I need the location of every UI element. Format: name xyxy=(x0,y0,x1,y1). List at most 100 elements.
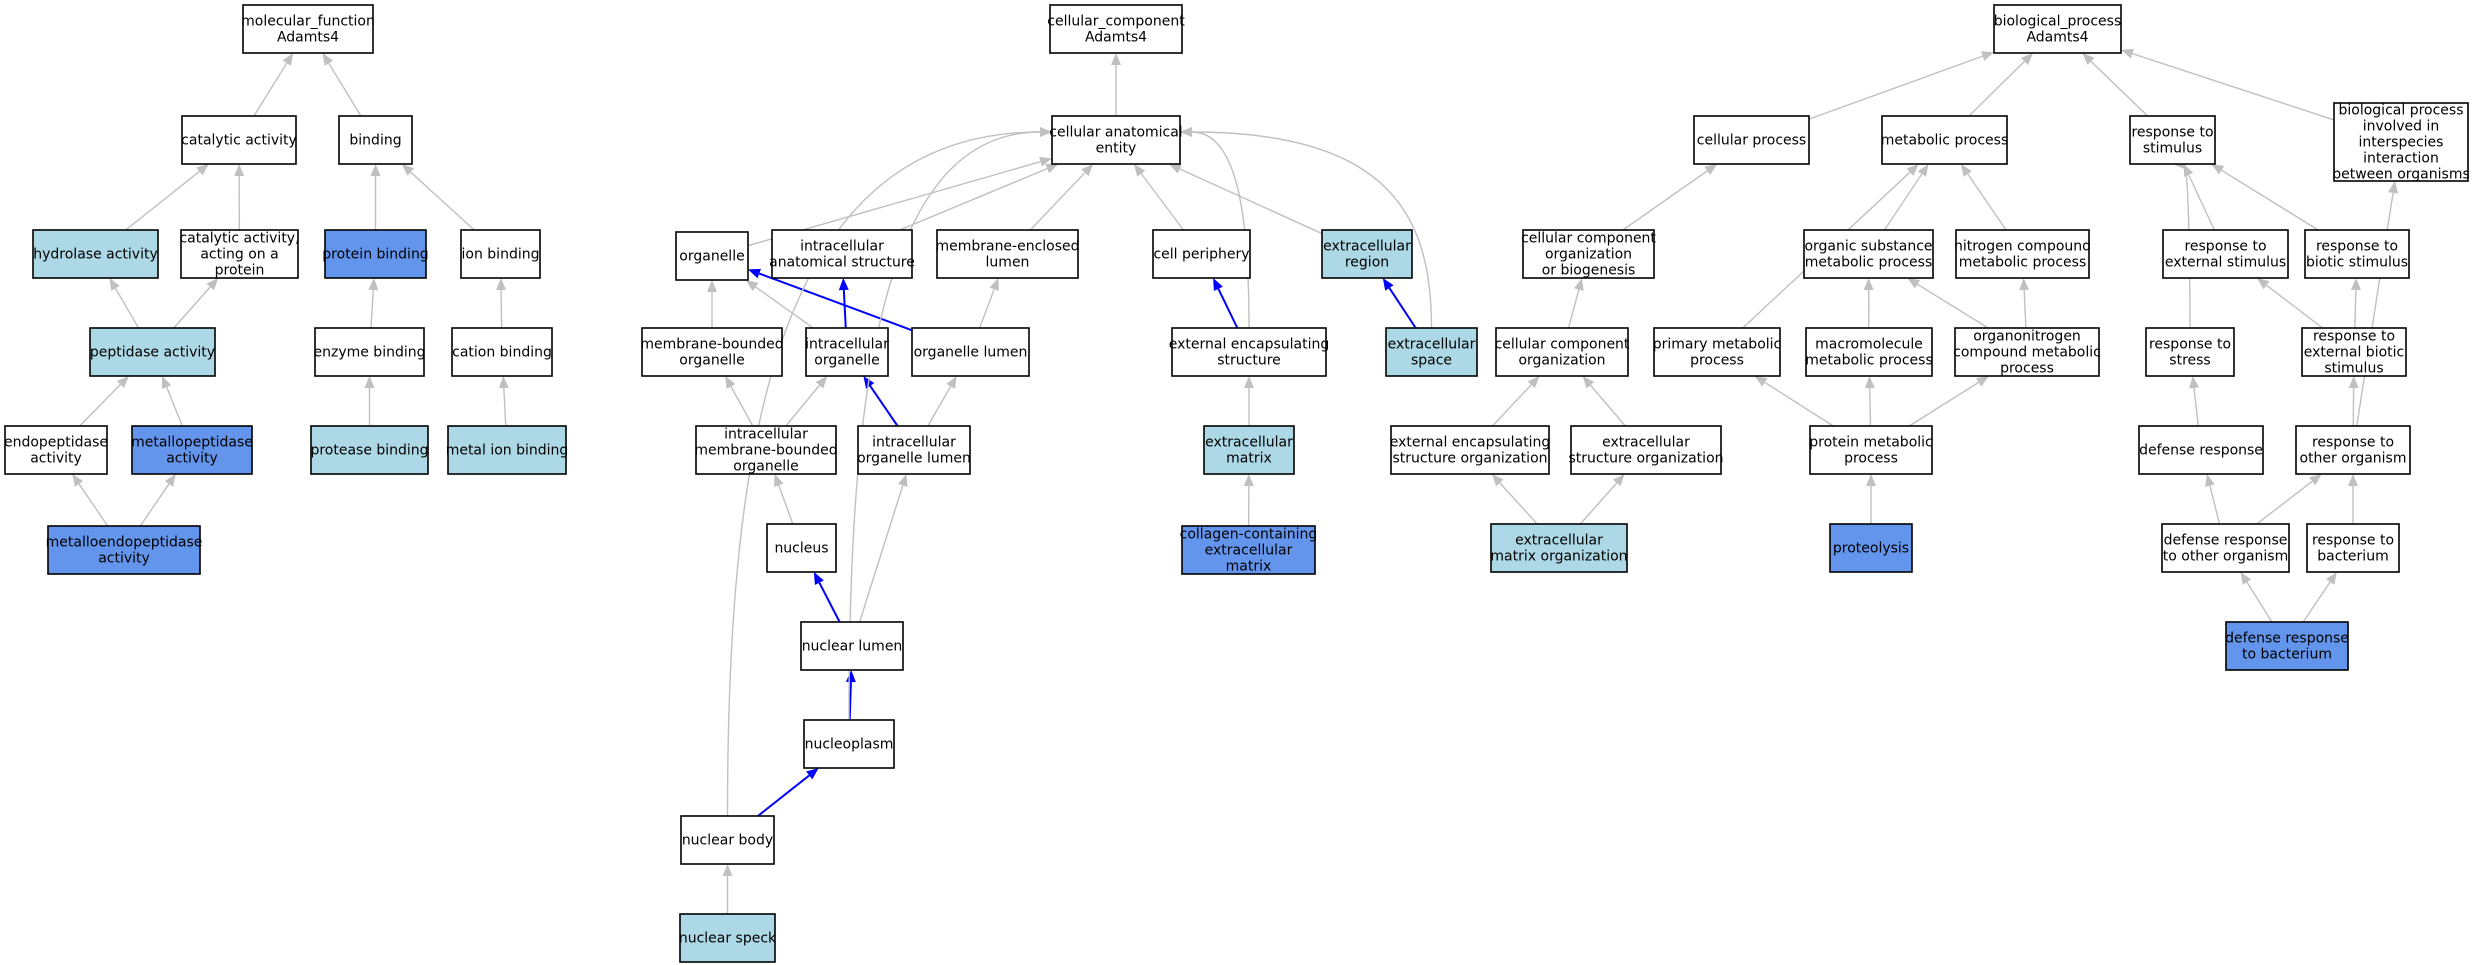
edge-arrowhead xyxy=(72,474,84,487)
node-label-line: cation binding xyxy=(452,344,552,360)
edge-nuclear-body-to-nucleoplasm xyxy=(757,768,819,817)
node-label-line: defense response xyxy=(2225,630,2349,646)
edge-line xyxy=(1764,381,1834,427)
node-label-line: enzyme binding xyxy=(313,344,425,360)
node-label-line: organelle xyxy=(733,458,798,474)
node-label-line: to other organism xyxy=(2163,548,2289,564)
edge-protein-mp-to-primary-mp xyxy=(1754,376,1834,427)
edge-line xyxy=(778,485,794,525)
node-nuclear-body: nuclear body xyxy=(680,815,775,865)
edge-arrowhead xyxy=(1213,278,1223,291)
node-label-line: organic substance xyxy=(1804,238,1932,254)
edge-line xyxy=(1191,131,1250,329)
edge-metallopeptidase-activity-to-peptidase-activity xyxy=(162,376,183,427)
edge-protein-mp-to-organonitrogen-mp xyxy=(1908,376,1989,427)
node-box xyxy=(805,327,889,377)
node-label-line: extracellular xyxy=(1205,542,1293,558)
node-hydrolase-activity: hydrolase activity xyxy=(32,229,159,279)
node-box xyxy=(1390,425,1550,475)
edge-metalloendopeptidase-activity-to-endopeptidase-activity xyxy=(72,474,109,527)
edge-line xyxy=(1967,173,2007,231)
node-label-line: process xyxy=(1844,450,1898,466)
edge-arrowhead xyxy=(806,768,819,780)
node-label-line: acting on a xyxy=(200,246,278,262)
node-box xyxy=(1171,327,1327,377)
edge-response-other-organism-to-response-external-biotic xyxy=(2348,376,2359,427)
edge-line xyxy=(173,286,211,329)
node-box xyxy=(680,815,775,865)
node-nucleoplasm: nucleoplasm xyxy=(803,719,895,769)
node-box xyxy=(675,231,749,281)
edge-protein-mp-to-macromolecule-mp xyxy=(1864,376,1875,427)
node-defense-response: defense response xyxy=(2138,425,2264,475)
edge-peptidase-activity-to-hydrolase-activity xyxy=(109,278,140,329)
edge-arrowhead xyxy=(1527,376,1540,389)
node-nuclear-lumen: nuclear lumen xyxy=(800,621,904,671)
node-label-line: anatomical structure xyxy=(769,254,915,270)
node-box xyxy=(1955,229,2090,279)
edge-arrowhead xyxy=(989,278,999,291)
node-box xyxy=(1881,115,2008,165)
edge-arrowhead xyxy=(707,280,717,292)
edge-nitrogen-compound-mp-to-metabolic-process xyxy=(1960,164,2007,231)
edge-arrowhead xyxy=(164,474,176,487)
node-label-line: response to xyxy=(2313,328,2395,344)
node-label-line: organelle xyxy=(679,352,744,368)
edge-collagen-ecm-to-extracellular-matrix xyxy=(1243,474,1254,527)
edge-extracellular-matrix-to-external-encapsulating-structure xyxy=(1244,376,1254,426)
node-label-line: stress xyxy=(2169,352,2210,368)
edge-arrowhead xyxy=(322,53,334,66)
edge-membrane-enclosed-lumen-to-cellular-anatomical-entity xyxy=(1029,164,1094,231)
edge-arrowhead xyxy=(364,376,375,388)
edge-line xyxy=(370,289,374,329)
edge-line xyxy=(1589,384,1626,427)
edge-arrowhead xyxy=(1081,164,1094,177)
node-label-line: other organism xyxy=(2300,450,2407,466)
edge-line xyxy=(1140,173,1185,231)
edge-catalytic-acting-protein-to-catalytic-activity xyxy=(234,164,245,231)
node-box xyxy=(911,327,1030,377)
edge-arrowhead xyxy=(1134,164,1146,177)
edge-arrowhead xyxy=(1243,474,1254,487)
node-label-line: external encapsulating xyxy=(1169,336,1329,352)
node-box xyxy=(2301,327,2407,377)
edge-metalloendopeptidase-activity-to-metallopeptidase-activity xyxy=(139,474,176,527)
edge-line xyxy=(858,485,904,623)
edge-line xyxy=(2023,289,2027,329)
node-label-line: Adamts4 xyxy=(1085,29,1147,45)
node-box xyxy=(4,425,108,475)
edge-line xyxy=(503,387,507,427)
node-label-line: binding xyxy=(349,132,401,148)
edge-arrowhead xyxy=(1612,474,1625,487)
node-box xyxy=(181,115,297,165)
node-label-line: primary metabolic xyxy=(1653,336,1782,352)
node-proteolysis: proteolysis xyxy=(1829,523,1913,573)
node-label-line: intracellular xyxy=(724,426,808,442)
node-label-line: organonitrogen xyxy=(1973,328,2081,344)
edge-line xyxy=(1191,131,1433,329)
node-box xyxy=(1203,425,1295,475)
node-box xyxy=(447,425,567,475)
node-label-line: response to xyxy=(2312,532,2394,548)
edge-arrowhead xyxy=(282,53,294,66)
node-cation-binding: cation binding xyxy=(451,327,553,377)
edge-arrowhead xyxy=(2350,278,2361,291)
node-label-line: cellular process xyxy=(1697,132,1806,148)
node-box xyxy=(1803,229,1934,279)
edge-line xyxy=(2132,52,2335,121)
node-nuclear-speck: nuclear speck xyxy=(679,913,777,963)
edge-line xyxy=(166,386,183,427)
edge-extracellular-space-to-cellular-anatomical-entity xyxy=(1180,127,1433,329)
edge-proteolysis-to-protein-mp xyxy=(1866,474,1876,524)
node-label-line: organization xyxy=(1518,352,1605,368)
edge-arrowhead xyxy=(1039,156,1052,167)
edge-arrowhead xyxy=(368,278,379,291)
